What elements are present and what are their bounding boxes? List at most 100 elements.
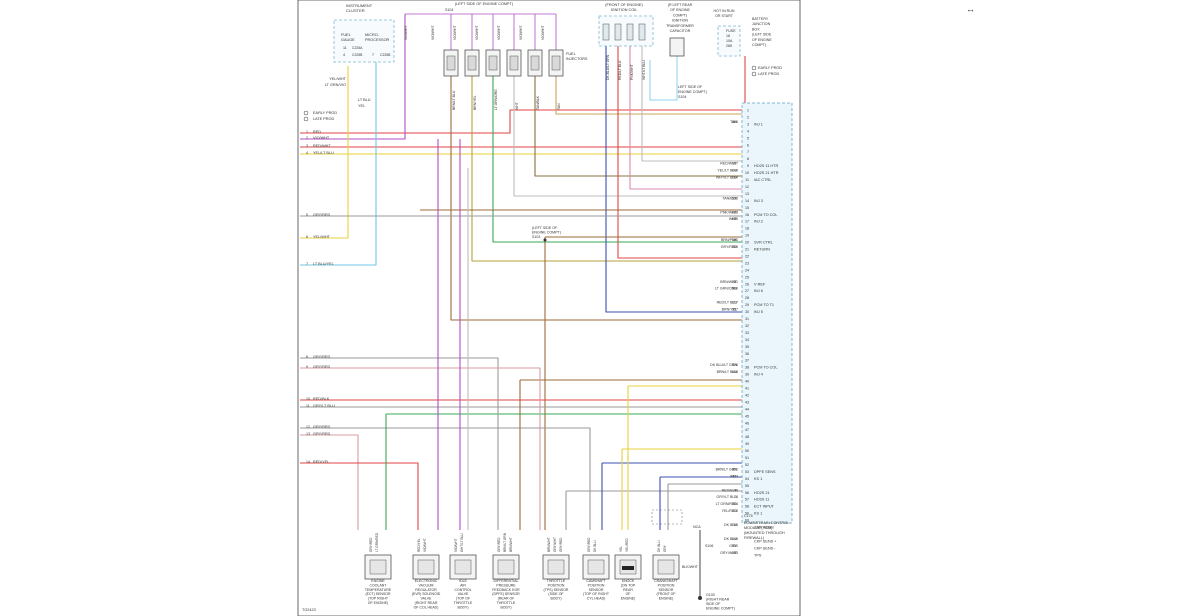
iac-wire-label: WHT/LT BLU [460, 533, 464, 552]
pcm-pin-number: 29 [745, 303, 749, 307]
pcm-wire-color: GRY [729, 544, 737, 548]
ect-label: (TOP RIGHT [368, 597, 389, 601]
evr-label: VACUUM [419, 583, 434, 587]
ect-label: (ECT) SENSOR [365, 592, 391, 596]
cmp-label: CAMSHAFT [586, 579, 606, 583]
pcm-pin-number: 41 [745, 387, 749, 391]
pcm-wire-color: TAN [730, 120, 737, 124]
cluster-pin: 4 [343, 53, 345, 57]
pcm-pin-number: 51 [745, 456, 749, 460]
pcm-pin-number: 44 [745, 407, 749, 411]
pcm-pin-number: 5 [747, 136, 749, 140]
pcm-wire-circuit: 74 [734, 495, 738, 499]
coil-wire-label: PNK/WHT [630, 64, 634, 80]
pcm-wire-color: RED/WHT [720, 162, 738, 166]
wire-tan-blk [534, 76, 742, 177]
pcm-pin-number: 43 [745, 400, 749, 404]
ect-label: OF ENGINE) [368, 601, 388, 605]
pcm-wire-function: HO2S 11 HTR [754, 164, 778, 168]
ground-icon [698, 596, 702, 600]
pcm-pin-number: 16 [745, 213, 749, 217]
top-wire-label: VIO/WHT [404, 25, 408, 40]
left-pin-number: 1 [306, 130, 308, 134]
pcm-wire-circuit: 360 [732, 238, 738, 242]
pcm-wire-function: INJ 1 [754, 122, 763, 126]
dpfe-label: BODY) [500, 605, 511, 609]
pcm-pin-number: 40 [745, 380, 749, 384]
left-wire-label: GRY/RED [313, 213, 330, 217]
wire-gry-red-tps [300, 367, 541, 530]
iac-label: (TOP OF [456, 597, 470, 601]
left-wire-label: GRY/RED [313, 355, 330, 359]
tps-wire-label: GRY/WHT [553, 537, 557, 552]
transformer-capacitor-label: OF ENGINE [670, 8, 690, 12]
coil-winding-icon [638, 23, 646, 41]
pcm-wire-function: INJ 5 [754, 310, 763, 314]
micro-processor-label: MICRO- [365, 33, 380, 37]
pcm-pin-number: 54 [745, 477, 749, 481]
injector-wire-label: TAN [557, 103, 561, 110]
fuse-label: 18 [726, 34, 730, 38]
injector-wire-label: BRN/LT BLU [452, 90, 456, 110]
splice-label: S104 [678, 95, 686, 99]
pcm-wire-color: BRN/LT GRN [716, 467, 738, 471]
resize-arrows-icon[interactable]: ↔ [966, 4, 975, 14]
ks-wire-label: YEL [619, 546, 623, 552]
fuse-label: FUSE [726, 29, 736, 33]
mid-splice-label: S103 [532, 235, 540, 239]
pcm-wire-function: CMP SENS [754, 526, 774, 530]
pcm-module [741, 102, 793, 524]
fuel-gauge-label: FUEL [341, 33, 351, 37]
ks-label: KNOCK [622, 579, 635, 583]
ground-label: ENGINE COMPT) [706, 607, 735, 611]
pcm-pin-number: 4 [747, 129, 749, 133]
top-wire-label: VIO/WHT [497, 25, 501, 40]
pcm-wire-function: INJ 2 [754, 220, 763, 224]
pcm-wire-color: DK BLU/LT GRN [710, 363, 737, 367]
pcm-wire-color: LT GRN/ORG [715, 287, 737, 291]
pcm-wire-circuit: 359 [732, 245, 738, 249]
evr-label: (RIGHT REAR [415, 601, 438, 605]
evr-wire-label: VIO/WHT [423, 538, 427, 552]
pcm-wire-function: PCM TO COL [754, 213, 778, 217]
pcm-pin-number: 57 [745, 498, 749, 502]
transformer-capacitor-label: CAPACITOR [670, 29, 691, 33]
pcm-wire-circuit: 349 [732, 537, 738, 541]
pcm-wire-circuit: 558 [732, 370, 738, 374]
iac-label: BODY) [457, 605, 468, 609]
battery-junction-box-label: (LEFT SIDE [752, 33, 772, 37]
coil-winding-icon [626, 23, 634, 41]
dpfe-label: FEEDBACK EGR [492, 588, 520, 592]
injector-coil-icon [488, 55, 498, 71]
dpfe-label: PRESSURE [496, 583, 516, 587]
left-pin-number: 2 [306, 136, 308, 140]
cluster-pin: 11 [343, 46, 347, 50]
iac-label: IDLE [459, 579, 467, 583]
left-wire-label: GRY/RED [313, 365, 330, 369]
injector-coil-icon [446, 55, 456, 71]
transformer-capacitor-label: (R LEFT REAR [668, 3, 693, 7]
pcm-pin-number: 47 [745, 428, 749, 432]
left-pin-number: 7 [306, 262, 308, 266]
pcm-pin-number: 10 [745, 171, 749, 175]
evr-label: OF COL HEAD) [414, 605, 439, 609]
injector-coil-icon [467, 55, 477, 71]
wires-layer [300, 13, 746, 596]
pcm-wire-function: PCM TO COL [754, 366, 778, 370]
pcm-wire-color: BRN/PNK [721, 238, 738, 242]
transformer-capacitor-label: TRANSFORMER [666, 24, 694, 28]
injector-coil-icon [530, 55, 540, 71]
coil-winding-icon [602, 23, 610, 41]
pcm-pin-number: 59 [745, 512, 749, 516]
pcm-wire-color: DK BLU [724, 537, 737, 541]
pcm-pin-number: 20 [745, 241, 749, 245]
pcm-wire-function: CKP SENS + [754, 539, 777, 543]
pcm-wire-function: INJ 6 [754, 289, 763, 293]
left-pin-number: 10 [306, 397, 310, 401]
instrument-cluster-label: INSTRUMENT [346, 3, 373, 8]
iac-wire-label: VIO/WHT [454, 538, 458, 552]
tps-label: POSITION [548, 583, 565, 587]
pcm-wire-circuit: 351 [732, 280, 738, 284]
wire-red-lt-blu [617, 46, 742, 259]
